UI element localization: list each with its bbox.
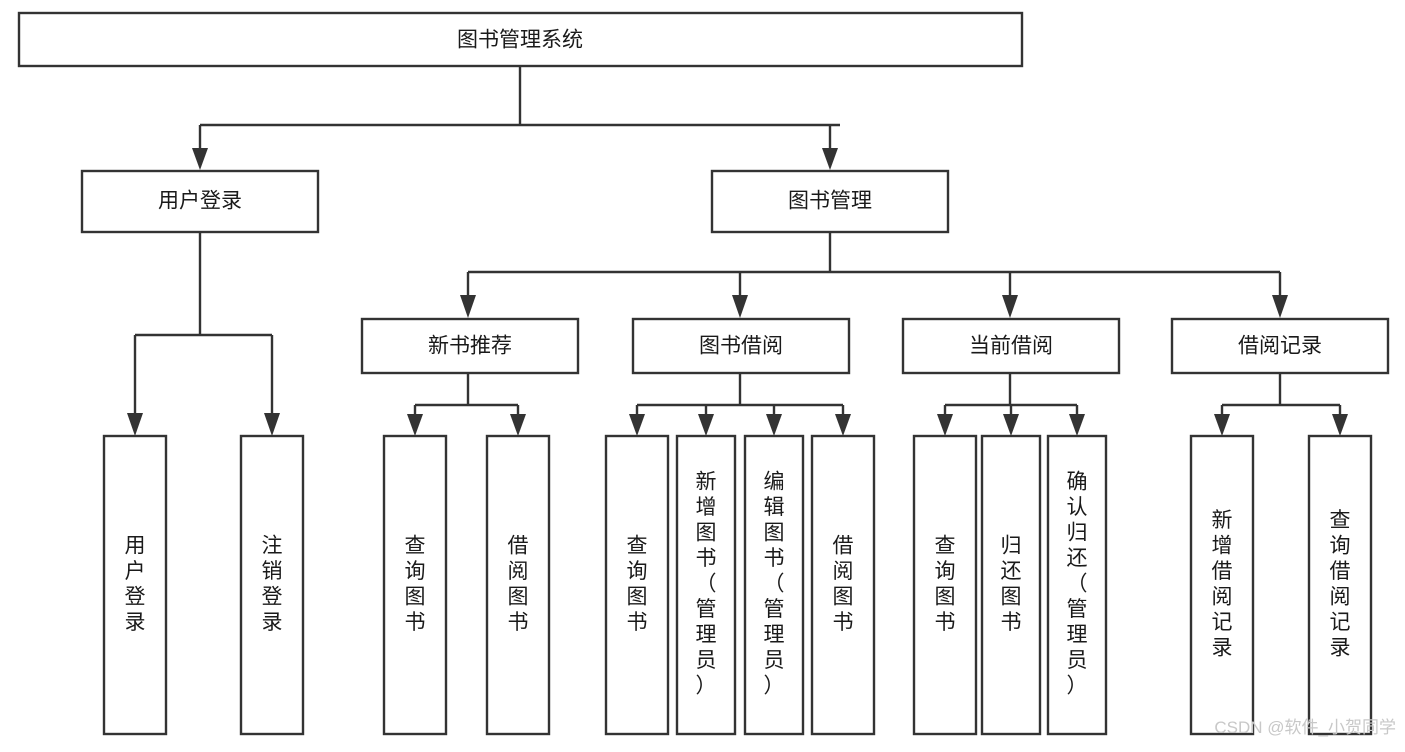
node-leaf-query-book-2-label: 查询图书 (627, 534, 648, 634)
node-leaf-user-login-box[interactable] (102, 434, 168, 736)
node-borrow-records-label: 借阅记录 (1238, 335, 1322, 358)
node-leaf-query-book-3-box[interactable] (912, 434, 978, 736)
node-current-borrow-box[interactable] (901, 317, 1121, 375)
node-leaf-user-login[interactable]: 用户登录 (102, 434, 168, 736)
arrow-head-icon (407, 414, 423, 436)
node-book-management-box[interactable] (710, 169, 950, 234)
arrow-head-icon (1003, 414, 1019, 436)
node-leaf-query-book-1[interactable]: 查询图书 (382, 434, 448, 736)
node-leaf-return-book-label: 归还图书 (1001, 534, 1022, 634)
node-leaf-edit-book[interactable]: 编辑图书（管理员） (743, 434, 805, 736)
node-leaf-borrow-book-2[interactable]: 借阅图书 (810, 434, 876, 736)
connector-group-user-login (127, 233, 280, 436)
connector-group-borrow (629, 373, 851, 436)
arrow-head-icon (629, 414, 645, 436)
node-leaf-confirm-return-box[interactable] (1046, 434, 1108, 736)
node-book-borrow-box[interactable] (631, 317, 851, 375)
arrow-head-icon (1069, 414, 1085, 436)
node-user-login-label: 用户登录 (158, 190, 242, 213)
node-book-borrow-label: 图书借阅 (699, 335, 783, 358)
node-leaf-borrow-book-1[interactable]: 借阅图书 (485, 434, 551, 736)
node-leaf-confirm-return-label: 确认归还（管理员） (1067, 471, 1088, 698)
node-root-box[interactable] (17, 11, 1024, 68)
node-leaf-query-record[interactable]: 查询借阅记录 (1307, 434, 1373, 736)
node-leaf-borrow-book-2-label: 借阅图书 (833, 534, 854, 634)
node-leaf-logout-label: 注销登录 (262, 534, 283, 634)
arrow-head-icon (264, 413, 280, 436)
connector-group-current (937, 373, 1085, 436)
node-leaf-query-book-2[interactable]: 查询图书 (604, 434, 670, 736)
node-leaf-query-book-3-label: 查询图书 (935, 534, 956, 634)
node-leaf-borrow-book-1-box[interactable] (485, 434, 551, 736)
arrow-head-icon (510, 414, 526, 436)
arrow-head-icon (192, 148, 208, 170)
node-borrow-records[interactable]: 借阅记录 (1170, 317, 1390, 375)
connector-group-new-books (407, 373, 526, 436)
arrow-head-icon (835, 414, 851, 436)
arrow-head-icon (460, 295, 476, 318)
arrow-head-icon (1332, 414, 1348, 436)
node-leaf-logout[interactable]: 注销登录 (239, 434, 305, 736)
node-book-borrow[interactable]: 图书借阅 (631, 317, 851, 375)
node-leaf-borrow-book-2-box[interactable] (810, 434, 876, 736)
node-leaf-confirm-return[interactable]: 确认归还（管理员） (1046, 434, 1108, 736)
node-current-borrow[interactable]: 当前借阅 (901, 317, 1121, 375)
connector-group-records (1214, 373, 1348, 436)
node-leaf-logout-box[interactable] (239, 434, 305, 736)
node-leaf-query-book-2-box[interactable] (604, 434, 670, 736)
arrow-head-icon (1214, 414, 1230, 436)
node-user-login-box[interactable] (80, 169, 320, 234)
node-new-book-recommend-box[interactable] (360, 317, 580, 375)
node-new-book-recommend-label: 新书推荐 (428, 335, 512, 358)
node-leaf-add-record-label: 新增借阅记录 (1212, 509, 1233, 660)
node-leaf-query-book-3[interactable]: 查询图书 (912, 434, 978, 736)
arrow-head-icon (937, 414, 953, 436)
arrow-head-icon (1002, 295, 1018, 318)
node-leaf-edit-book-label: 编辑图书（管理员） (764, 471, 785, 698)
node-new-book-recommend[interactable]: 新书推荐 (360, 317, 580, 375)
node-user-login[interactable]: 用户登录 (80, 169, 320, 234)
node-leaf-add-record-box[interactable] (1189, 434, 1255, 736)
arrow-head-icon (766, 414, 782, 436)
node-root[interactable]: 图书管理系统 (17, 11, 1024, 68)
arrow-head-icon (822, 148, 838, 170)
node-leaf-add-book-box[interactable] (675, 434, 737, 736)
node-book-management[interactable]: 图书管理 (710, 169, 950, 234)
node-leaf-query-book-1-label: 查询图书 (405, 534, 426, 634)
node-leaf-query-record-box[interactable] (1307, 434, 1373, 736)
connector-group-book-mgmt (460, 233, 1288, 318)
node-book-management-label: 图书管理 (788, 190, 872, 213)
arrow-head-icon (732, 295, 748, 318)
connector-group-root (192, 66, 840, 170)
arrow-head-icon (698, 414, 714, 436)
node-leaf-add-book[interactable]: 新增图书（管理员） (675, 434, 737, 736)
csdn-watermark: CSDN @软件_小贺同学 (1214, 718, 1396, 737)
node-leaf-return-book-box[interactable] (980, 434, 1042, 736)
arrow-head-icon (127, 413, 143, 436)
node-leaf-user-login-label: 用户登录 (125, 534, 146, 634)
node-leaf-query-record-label: 查询借阅记录 (1330, 509, 1351, 660)
node-leaf-query-book-1-box[interactable] (382, 434, 448, 736)
node-leaf-edit-book-box[interactable] (743, 434, 805, 736)
node-borrow-records-box[interactable] (1170, 317, 1390, 375)
node-leaf-return-book[interactable]: 归还图书 (980, 434, 1042, 736)
node-current-borrow-label: 当前借阅 (969, 335, 1053, 358)
node-root-label: 图书管理系统 (457, 29, 583, 52)
arrow-head-icon (1272, 295, 1288, 318)
node-leaf-add-book-label: 新增图书（管理员） (696, 471, 717, 698)
node-leaf-add-record[interactable]: 新增借阅记录 (1189, 434, 1255, 736)
node-leaf-borrow-book-1-label: 借阅图书 (508, 534, 529, 634)
